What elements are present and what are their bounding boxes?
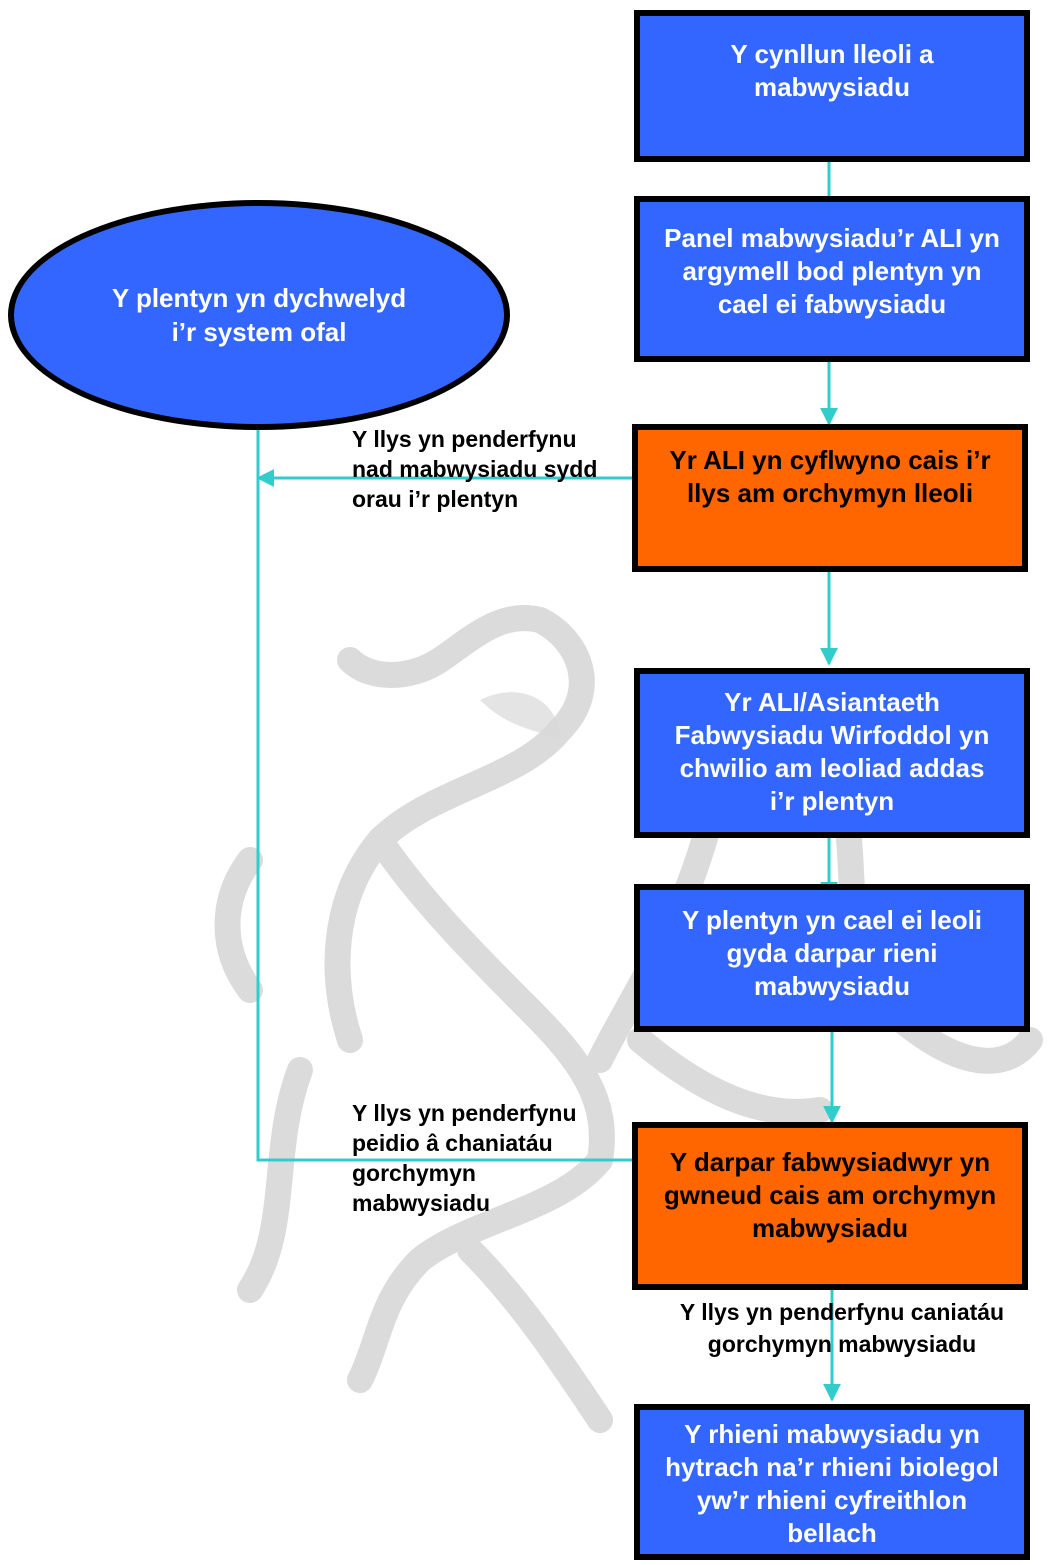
- legal-parents-node: Y rhieni mabwysiadu yn hytrach na’r rhie…: [634, 1404, 1030, 1560]
- placement-order-application-text: Yr ALI yn cyflwyno cais i’r llys am orch…: [669, 445, 991, 508]
- return-to-care-text: Y plentyn yn dychwelyd i’r system ofal: [111, 283, 407, 347]
- placement-order-application-node: Yr ALI yn cyflwyno cais i’r llys am orch…: [632, 424, 1028, 572]
- local-plan-text: Y cynllun lleoli a mabwysiadu: [730, 39, 934, 102]
- return-to-care-node: Y plentyn yn dychwelyd i’r system ofal: [8, 200, 510, 430]
- panel-recommendation-node: Panel mabwysiadu’r ALI yn argymell bod p…: [634, 196, 1030, 362]
- edge-label-not-adoption: Y llys yn penderfynu nad mabwysiadu sydd…: [352, 426, 598, 512]
- panel-recommendation-text: Panel mabwysiadu’r ALI yn argymell bod p…: [664, 223, 1000, 319]
- child-placed-node: Y plentyn yn cael ei leoli gyda darpar r…: [634, 884, 1030, 1032]
- arrow-refuse-to-care-line: [249, 390, 636, 1162]
- placement-search-text: Yr ALI/Asiantaeth Fabwysiadu Wirfoddol y…: [674, 687, 990, 816]
- edge-label-grant-order: Y llys yn penderfynu caniatáu gorchymyn …: [679, 1299, 1005, 1357]
- placement-search-node: Yr ALI/Asiantaeth Fabwysiadu Wirfoddol y…: [634, 668, 1030, 838]
- legal-parents-text: Y rhieni mabwysiadu yn hytrach na’r rhie…: [665, 1419, 999, 1548]
- child-placed-text: Y plentyn yn cael ei leoli gyda darpar r…: [681, 905, 983, 1001]
- local-plan-node: Y cynllun lleoli a mabwysiadu: [634, 10, 1030, 162]
- adoption-order-application-text: Y darpar fabwysiadwyr yn gwneud cais am …: [663, 1147, 997, 1243]
- adoption-order-application-node: Y darpar fabwysiadwyr yn gwneud cais am …: [632, 1122, 1028, 1290]
- edge-label-refuse-order: Y llys yn penderfynu peidio â chaniatáu …: [352, 1100, 577, 1216]
